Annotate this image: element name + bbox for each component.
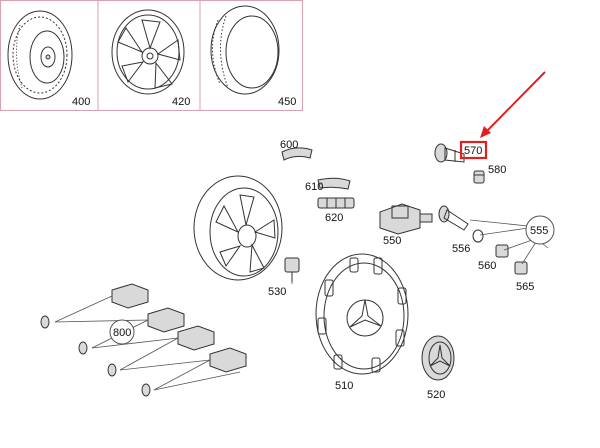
washer-556[interactable] [472, 229, 484, 243]
valve-unit [40, 315, 50, 329]
valve-unit [141, 383, 151, 397]
valve-nut-560[interactable] [495, 244, 509, 258]
tyre-icon [210, 5, 280, 95]
balance-weight-620[interactable] [317, 197, 355, 209]
tpms-sensor-550[interactable] [379, 203, 433, 235]
part-label-610: 610 [305, 181, 323, 193]
part-label-555: 555 [530, 225, 548, 237]
thumbnail-450[interactable]: 450 [210, 5, 296, 108]
balance-weight-610[interactable] [317, 177, 351, 190]
sensor-unit [177, 325, 215, 351]
sensor-unit [111, 283, 149, 309]
sensor-kit-800[interactable]: 800 [40, 283, 247, 397]
part-label-600: 600 [280, 139, 298, 151]
thumbnail-400[interactable]: 400 [7, 10, 90, 108]
part-label-565: 565 [516, 281, 534, 293]
part-label-550: 550 [383, 235, 401, 247]
part-label-520: 520 [427, 389, 445, 401]
part-label-570: 570 [464, 145, 482, 157]
callout-arrow [480, 71, 546, 138]
highlight-box-570[interactable]: 570 [459, 140, 488, 160]
alloy-wheel-530[interactable] [193, 175, 283, 281]
valve-unit [107, 363, 117, 377]
part-label-556: 556 [452, 243, 470, 255]
part-label-560: 560 [478, 260, 496, 272]
sensor-unit [147, 307, 185, 333]
thumbnail-420[interactable]: 420 [111, 9, 190, 108]
part-label-510: 510 [335, 380, 353, 392]
part-label-620: 620 [325, 212, 343, 224]
part-label-800: 800 [113, 327, 131, 339]
valve-cap-565[interactable] [514, 261, 528, 275]
valve-stem-556[interactable] [438, 205, 469, 231]
thumbnail-panel [0, 0, 303, 111]
valve-stem-570[interactable] [434, 143, 465, 163]
emblem-cap-520[interactable] [421, 335, 455, 381]
part-label-580: 580 [488, 164, 506, 176]
valve-cap-580[interactable] [473, 170, 485, 184]
thumbnail-label: 450 [278, 96, 296, 108]
sensor-unit [209, 347, 247, 373]
group-circle-555[interactable]: 555 [469, 215, 555, 265]
balance-weight-600[interactable] [281, 147, 313, 161]
hub-cap-510[interactable] [315, 253, 409, 375]
part-label-530: 530 [268, 286, 286, 298]
alloy-rim-icon [111, 9, 185, 95]
thumbnail-label: 400 [72, 96, 90, 108]
thumbnail-label: 420 [172, 96, 190, 108]
tyre-wheel-icon [7, 10, 73, 100]
valve-unit [78, 341, 88, 355]
wheel-bolt-530[interactable] [284, 257, 300, 282]
